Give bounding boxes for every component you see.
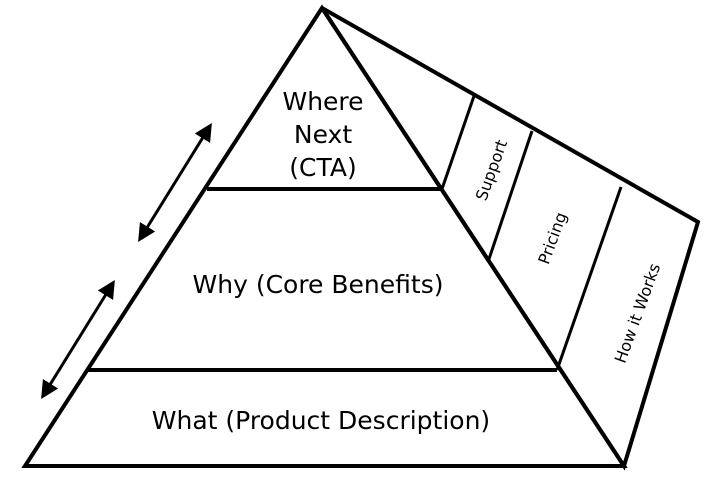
double-arrow-icon [138, 122, 212, 243]
pyramid-front-face [21, 4, 628, 468]
level-top-label-line2: Next [294, 120, 352, 149]
level-top-label-line3: (CTA) [289, 153, 356, 182]
level-middle-label: Why (Core Benefits) [193, 270, 444, 299]
side-divider-1 [440, 95, 476, 190]
side-label-how-it-works: How it Works [611, 261, 665, 366]
pyramid-side-face [320, 6, 701, 471]
side-label-pricing: Pricing [534, 210, 570, 267]
level-bottom-label: What (Product Description) [152, 406, 490, 435]
double-arrow-icon [41, 279, 115, 400]
side-divider-2 [486, 130, 534, 263]
side-label-support: Support [472, 137, 511, 203]
level-top-label-line1: Where [282, 87, 363, 116]
side-divider-3 [555, 186, 623, 371]
